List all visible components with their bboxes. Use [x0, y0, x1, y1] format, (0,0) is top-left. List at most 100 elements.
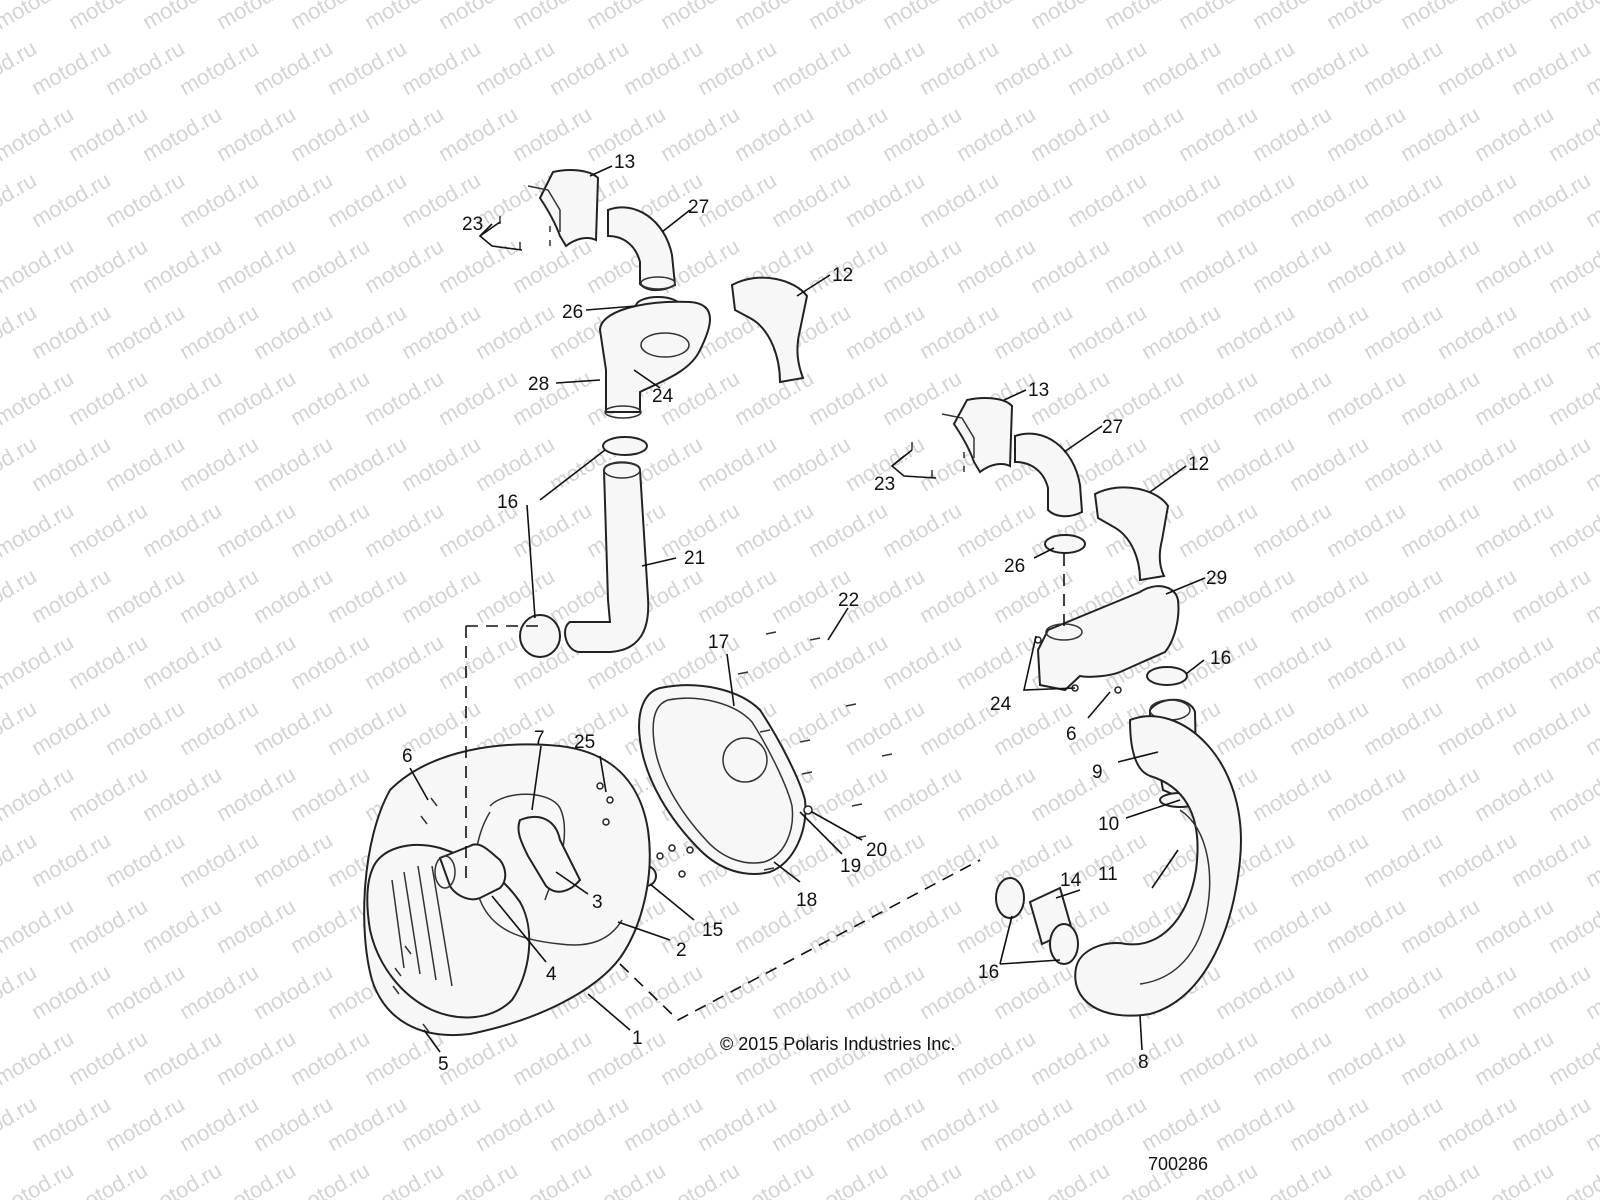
watermark-text: motod.ru	[1174, 497, 1262, 562]
watermark-text: motod.ru	[582, 0, 670, 34]
watermark-text: motod.ru	[0, 1157, 78, 1200]
watermark-text: motod.ru	[27, 959, 115, 1024]
right-duct-assembly	[911, 397, 1242, 1017]
watermark-text: motod.ru	[212, 1025, 300, 1090]
watermark-text: motod.ru	[952, 101, 1040, 166]
watermark-text: motod.ru	[249, 1091, 337, 1156]
screw-part-25	[596, 782, 694, 878]
watermark-text: motod.ru	[101, 695, 189, 760]
watermark-text: motod.ru	[212, 101, 300, 166]
watermark-text: motod.ru	[397, 431, 485, 496]
watermark-text: motod.ru	[693, 431, 781, 496]
callout-6: 6	[402, 746, 413, 767]
watermark-text: motod.ru	[730, 0, 818, 34]
watermark-text: motod.ru	[878, 365, 966, 430]
watermark-text: motod.ru	[1507, 695, 1595, 760]
watermark-text: motod.ru	[286, 101, 374, 166]
watermark-text: motod.ru	[1544, 761, 1600, 826]
watermark-text: motod.ru	[64, 761, 152, 826]
callout-16: 16	[1210, 648, 1231, 669]
watermark-text: motod.ru	[101, 167, 189, 232]
watermark-text: motod.ru	[508, 1025, 596, 1090]
watermark-text: motod.ru	[1211, 959, 1299, 1024]
watermark-text: motod.ru	[878, 629, 966, 694]
watermark-text: motod.ru	[138, 629, 226, 694]
watermark-text: motod.ru	[1174, 0, 1262, 34]
watermark-text: motod.ru	[915, 167, 1003, 232]
watermark-text: motod.ru	[1248, 1025, 1336, 1090]
clamp-part-16-lower-b	[1049, 923, 1079, 965]
watermark-text: motod.ru	[1507, 299, 1595, 364]
watermark-text: motod.ru	[1359, 299, 1447, 364]
watermark-text: motod.ru	[545, 1091, 633, 1156]
callout-4: 4	[546, 964, 557, 985]
watermark-text: motod.ru	[27, 167, 115, 232]
watermark-text: motod.ru	[360, 629, 448, 694]
watermark-text: motod.ru	[1322, 233, 1410, 298]
watermark-text: motod.ru	[175, 1091, 263, 1156]
callout-labels: 13 27 23 12 26 28 24 16 21 13 27 23 12 2…	[402, 152, 1231, 1075]
watermark-text: motod.ru	[952, 1025, 1040, 1090]
watermark-text: motod.ru	[27, 299, 115, 364]
watermark-text: motod.ru	[508, 365, 596, 430]
watermark-text: motod.ru	[27, 1091, 115, 1156]
watermark-text: motod.ru	[952, 629, 1040, 694]
watermark-text: motod.ru	[286, 233, 374, 298]
watermark-text: motod.ru	[323, 563, 411, 628]
watermark-text: motod.ru	[249, 299, 337, 364]
callout-27: 27	[1102, 417, 1123, 438]
watermark-text: motod.ru	[175, 563, 263, 628]
gasket-part-3	[517, 815, 582, 893]
watermark-text: motod.ru	[767, 1091, 855, 1156]
watermark-text: motod.ru	[360, 0, 448, 34]
watermark-text: motod.ru	[212, 365, 300, 430]
watermark-text: motod.ru	[64, 101, 152, 166]
watermark-text: motod.ru	[1470, 497, 1558, 562]
shield-part-12	[730, 276, 809, 384]
watermark-text: motod.ru	[175, 827, 263, 892]
watermark-text: motod.ru	[952, 761, 1040, 826]
watermark-text: motod.ru	[1026, 101, 1114, 166]
elbow-duct-part-27	[607, 206, 677, 292]
watermark-text: motod.ru	[1433, 563, 1521, 628]
watermark-text: motod.ru	[434, 233, 522, 298]
callout-14: 14	[1060, 870, 1082, 891]
watermark-text: motod.ru	[434, 365, 522, 430]
watermark-text: motod.ru	[1433, 299, 1521, 364]
watermark-text: motod.ru	[767, 431, 855, 496]
watermark-text: motod.ru	[1285, 35, 1373, 100]
watermark-text: motod.ru	[0, 101, 78, 166]
watermark-text: motod.ru	[1063, 35, 1151, 100]
outer-cover-part-18	[638, 684, 807, 875]
watermark-text: motod.ru	[582, 1025, 670, 1090]
watermark-text: motod.ru	[804, 761, 892, 826]
callout-13: 13	[614, 152, 635, 173]
watermark-text: motod.ru	[1507, 431, 1595, 496]
watermark-text: motod.ru	[952, 497, 1040, 562]
watermark-text: motod.ru	[212, 761, 300, 826]
watermark-text: motod.ru	[0, 893, 78, 958]
watermark-text: motod.ru	[64, 1025, 152, 1090]
watermark-text: motod.ru	[1470, 233, 1558, 298]
watermark-text: motod.ru	[989, 35, 1077, 100]
callout-3: 3	[592, 892, 603, 913]
watermark-text: motod.ru	[286, 893, 374, 958]
watermark-text: motod.ru	[1322, 497, 1410, 562]
watermark-text: motod.ru	[138, 0, 226, 34]
duct-part-4	[438, 843, 507, 901]
watermark-text: motod.ru	[286, 365, 374, 430]
watermark-text: motod.ru	[1063, 299, 1151, 364]
watermark-text: motod.ru	[804, 365, 892, 430]
watermark-text: motod.ru	[841, 1091, 929, 1156]
watermark-text: motod.ru	[397, 299, 485, 364]
watermark-text: motod.ru	[1359, 431, 1447, 496]
watermark-text: motod.ru	[0, 233, 78, 298]
watermark-text: motod.ru	[434, 101, 522, 166]
watermark-text: motod.ru	[619, 1091, 707, 1156]
watermark-text: motod.ru	[138, 233, 226, 298]
watermark-text: motod.ru	[508, 0, 596, 34]
watermark-text: motod.ru	[434, 629, 522, 694]
callout-11: 11	[1098, 864, 1118, 885]
watermark-text: motod.ru	[1248, 629, 1336, 694]
watermark-text: motod.ru	[1470, 893, 1558, 958]
